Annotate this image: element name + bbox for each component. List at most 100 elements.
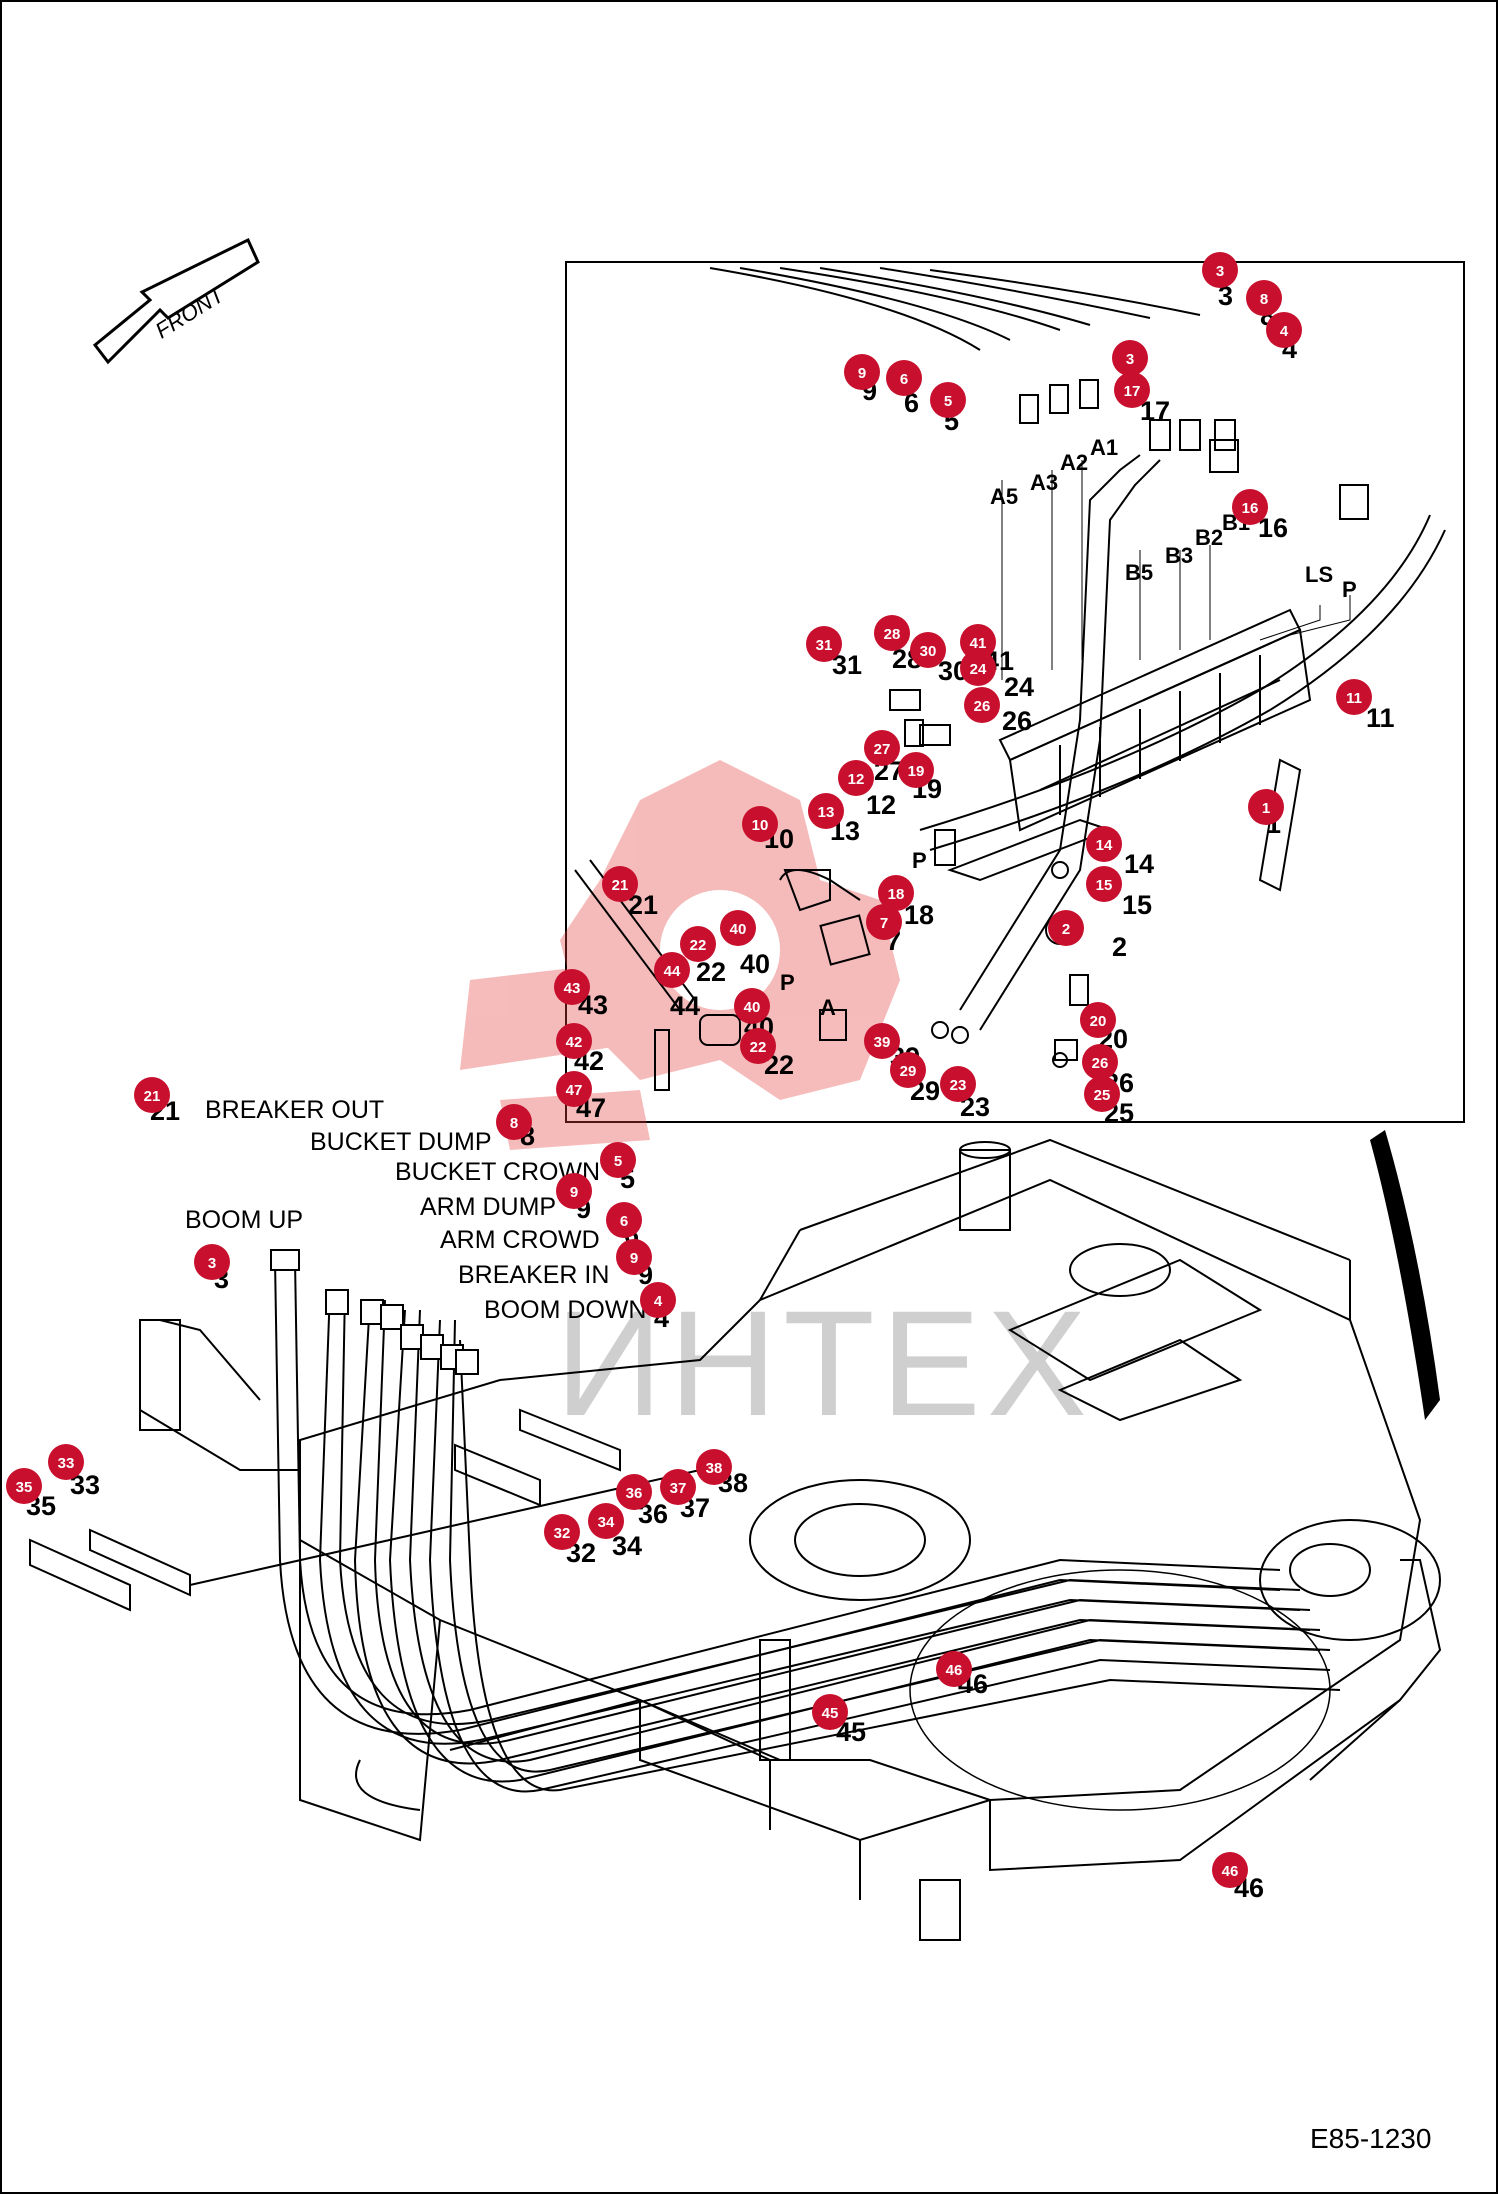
callout-23: 23: [940, 1066, 976, 1102]
callout-circle: [720, 910, 756, 946]
callout-number: 26: [1092, 1055, 1109, 1072]
callout-42: 42: [556, 1023, 592, 1059]
callout-46: 46: [1212, 1852, 1248, 1888]
callout-circle: [1246, 280, 1282, 316]
callout-number: 40: [744, 999, 761, 1016]
callout-number: 18: [888, 886, 905, 903]
callout-31: 31: [806, 626, 842, 662]
callout-25: 25: [1084, 1076, 1120, 1112]
callout-number: 43: [564, 980, 581, 997]
callout-circle: [640, 1282, 676, 1318]
callout-number: 39: [874, 1034, 891, 1051]
callout-circle: [890, 1052, 926, 1088]
callout-circle: [960, 624, 996, 660]
callout-circle: [616, 1474, 652, 1510]
callout-number: 33: [58, 1455, 75, 1472]
callout-circle: [740, 1028, 776, 1064]
callout-38: 38: [696, 1449, 732, 1485]
callout-circle: [1266, 312, 1302, 348]
callout-circle: [1080, 1002, 1116, 1038]
callout-30: 30: [910, 632, 946, 668]
callout-number: 1: [1262, 800, 1270, 817]
callout-number: 9: [630, 1250, 638, 1267]
callout-20: 20: [1080, 1002, 1116, 1038]
callout-circle: [1086, 866, 1122, 902]
callout-number: 19: [908, 763, 925, 780]
callout-number: 25: [1094, 1087, 1111, 1104]
hose-bundle: [274, 1259, 1341, 1811]
machine-frame: [139, 1138, 1442, 1941]
callout-circle: [600, 1142, 636, 1178]
bundle-fittings: [270, 1249, 479, 1375]
callout-number: 15: [1096, 877, 1113, 894]
callout-circle: [1212, 1852, 1248, 1888]
part-number-44: 44: [670, 991, 700, 1021]
callout-number: 45: [822, 1705, 839, 1722]
callout-number: 21: [612, 877, 629, 894]
callout-40: 40: [734, 988, 770, 1024]
port-b3: B3: [1165, 543, 1193, 568]
callout-35: 35: [6, 1468, 42, 1504]
part-number-24: 24: [1004, 672, 1034, 702]
part-number-14: 14: [1124, 849, 1154, 879]
callout-number: 8: [1260, 291, 1268, 308]
label-breaker-out: BREAKER OUT: [205, 1096, 384, 1124]
callout-circle: [1086, 826, 1122, 862]
front-arrow: FRONT: [92, 237, 260, 365]
label-boom-up: BOOM UP: [185, 1206, 303, 1234]
callout-32: 32: [544, 1514, 580, 1550]
callout-circle: [588, 1503, 624, 1539]
callout-21: 21: [134, 1077, 170, 1113]
callout-3: 3: [1202, 252, 1238, 288]
callout-number: 10: [752, 817, 769, 834]
callout-43: 43: [554, 969, 590, 1005]
callout-circle: [1114, 372, 1150, 408]
callout-circle: [654, 952, 690, 988]
callout-circle: [930, 382, 966, 418]
callout-34: 34: [588, 1503, 624, 1539]
callout-circle: [496, 1104, 532, 1140]
label-arm-dump: ARM DUMP: [420, 1193, 556, 1221]
callout-number: 6: [900, 371, 908, 388]
callout-36: 36: [616, 1474, 652, 1510]
main-black-hose: [1370, 1130, 1440, 1420]
port-p-block: P: [780, 970, 795, 995]
callout-circle: [1202, 252, 1238, 288]
callout-27: 27: [864, 730, 900, 766]
hose-function-labels: BREAKER OUT BUCKET DUMP BUCKET CROWN ARM…: [185, 1096, 647, 1324]
callout-circle: [742, 806, 778, 842]
callout-number: 22: [690, 937, 707, 954]
callout-number: 31: [816, 637, 833, 654]
callout-circle: [1048, 910, 1084, 946]
callout-10: 10: [742, 806, 778, 842]
callout-number: 21: [144, 1088, 161, 1105]
callout-number: 29: [900, 1063, 917, 1080]
part-number-26: 26: [1002, 706, 1032, 736]
callout-22: 22: [740, 1028, 776, 1064]
callout-28: 28: [874, 615, 910, 651]
part-number-40: 40: [740, 949, 770, 979]
callout-4: 4: [1266, 312, 1302, 348]
label-boom-down: BOOM DOWN: [484, 1296, 647, 1324]
callout-7: 7: [866, 904, 902, 940]
callout-circle: [812, 1694, 848, 1730]
callout-number: 6: [620, 1213, 628, 1230]
callout-number: 40: [730, 921, 747, 938]
callout-circle: [866, 904, 902, 940]
callout-9: 9: [844, 354, 880, 390]
callout-circle: [1336, 679, 1372, 715]
callout-11: 11: [1336, 679, 1372, 715]
callout-circle: [6, 1468, 42, 1504]
callout-number: 47: [566, 1082, 583, 1099]
callout-26: 26: [1082, 1044, 1118, 1080]
detail-fittings: [654, 379, 1369, 1091]
callout-circle: [1084, 1076, 1120, 1112]
callout-number: 24: [970, 661, 987, 678]
callout-circle: [1112, 340, 1148, 376]
callout-12: 12: [838, 760, 874, 796]
callout-number: 9: [858, 365, 866, 382]
callout-number: 30: [920, 643, 937, 660]
callout-number: 26: [974, 698, 991, 715]
callout-21: 21: [602, 866, 638, 902]
